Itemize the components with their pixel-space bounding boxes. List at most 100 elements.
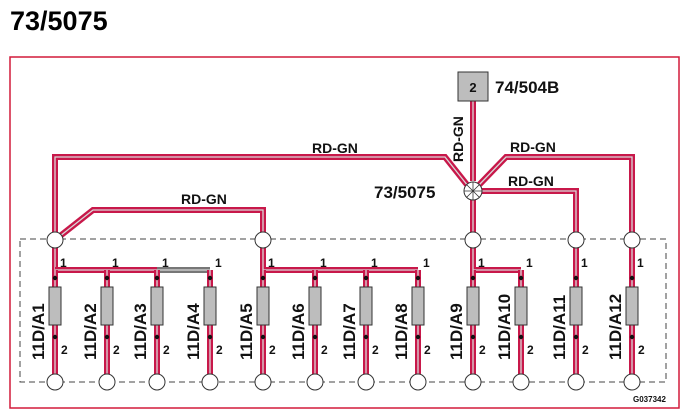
ground-terminal [98,373,116,391]
pin-dot [415,334,421,340]
pin-dot [470,275,476,281]
pin-dot [629,275,635,281]
wire-label: RD-GN [510,139,556,155]
pin-dot [312,275,318,281]
module-component [625,286,639,326]
wire-label: RD-GN [312,140,358,156]
wire-label: RD-GN [181,191,227,207]
pin-dot [104,334,110,340]
pin-2-label: 2 [269,343,276,357]
module-component [514,286,528,326]
module-label: 11D/A11 [550,295,569,360]
ground-terminal [409,373,427,391]
pin-dot [52,275,58,281]
splice-node [623,231,641,249]
pin-dot [207,334,213,340]
pin-1-label: 1 [478,256,485,270]
ground-terminal [623,373,641,391]
ground-terminal [512,373,530,391]
pin-1-label: 1 [526,256,533,270]
module-label: 11D/A8 [392,303,411,360]
pin-dot [573,334,579,340]
pin-dot [154,334,160,340]
pin-2-label: 2 [113,343,120,357]
components: 1211D/A11211D/A21211D/A31211D/A41211D/A5… [29,256,645,360]
pin-dot [260,275,266,281]
ground-terminal [46,373,64,391]
module-component [466,286,480,326]
module-component [203,286,217,326]
ground-terminal [201,373,219,391]
module-label: 11D/A2 [81,303,100,360]
module-component [308,286,322,326]
module-group-boundary [19,238,667,383]
module-component [150,286,164,326]
wire-splice-to-a12 [477,156,633,240]
pin-dot [629,334,635,340]
pin-1-label: 1 [162,256,169,270]
wire-a1-to-a5 [54,209,264,241]
diagram-frame [9,56,680,409]
module-label: 11D/A4 [184,303,203,360]
pin-dot [363,275,369,281]
pin-1-label: 1 [268,256,275,270]
ground-terminal [464,373,482,391]
pin-dot [470,334,476,340]
module-label: 11D/A5 [237,303,256,360]
splice-point [463,181,483,201]
pin-dot [260,334,266,340]
pin-2-label: 2 [163,343,170,357]
module-label: 11D/A7 [340,303,359,360]
pin-dot [518,275,524,281]
pin-1-label: 1 [112,256,119,270]
ground-terminal [148,373,166,391]
module-component [359,286,373,326]
pin-dot [415,275,421,281]
terminals [46,231,641,391]
wire-label: RD-GN [508,173,554,189]
wire-splice-to-a11 [481,190,577,240]
module-component [256,286,270,326]
ground-terminal [567,373,585,391]
pin-dot [154,275,160,281]
pin-2-label: 2 [61,343,68,357]
pin-2-label: 2 [216,343,223,357]
splice-node [254,231,272,249]
ground-terminal [357,373,375,391]
connector-id-label: 74/504B [495,78,559,97]
pin-dot [312,334,318,340]
module-component [48,286,62,326]
wire-splice-to-a1 [54,156,469,240]
module-label: 11D/A9 [447,303,466,360]
module-component [100,286,114,326]
pin-1-label: 1 [581,256,588,270]
pin-dot [363,334,369,340]
splice-id-label: 73/5075 [374,183,435,202]
pin-2-label: 2 [321,343,328,357]
page-title: 73/5075 [10,6,108,36]
pin-1-label: 1 [320,256,327,270]
pin-1-label: 1 [60,256,67,270]
ground-terminal [306,373,324,391]
module-component [569,286,583,326]
module-label: 11D/A3 [131,303,150,360]
pin-dot [207,275,213,281]
pin-dot [573,275,579,281]
module-label: 11D/A1 [29,303,48,360]
pin-dot [52,334,58,340]
pin-2-label: 2 [527,343,534,357]
module-label: 11D/A6 [289,303,308,360]
connector-pin-label: 2 [469,80,476,95]
wire-splice-to-a11 [481,188,579,240]
pin-1-label: 1 [637,256,644,270]
pin-1-label: 1 [371,256,378,270]
splice-node [46,231,64,249]
ground-terminal [254,373,272,391]
pin-dot [104,275,110,281]
pin-dot [518,334,524,340]
wire-bus-a5-a8 [262,248,418,271]
connector-74-504B [457,71,489,102]
splice-node [464,231,482,249]
wire-label: RD-GN [450,116,466,162]
